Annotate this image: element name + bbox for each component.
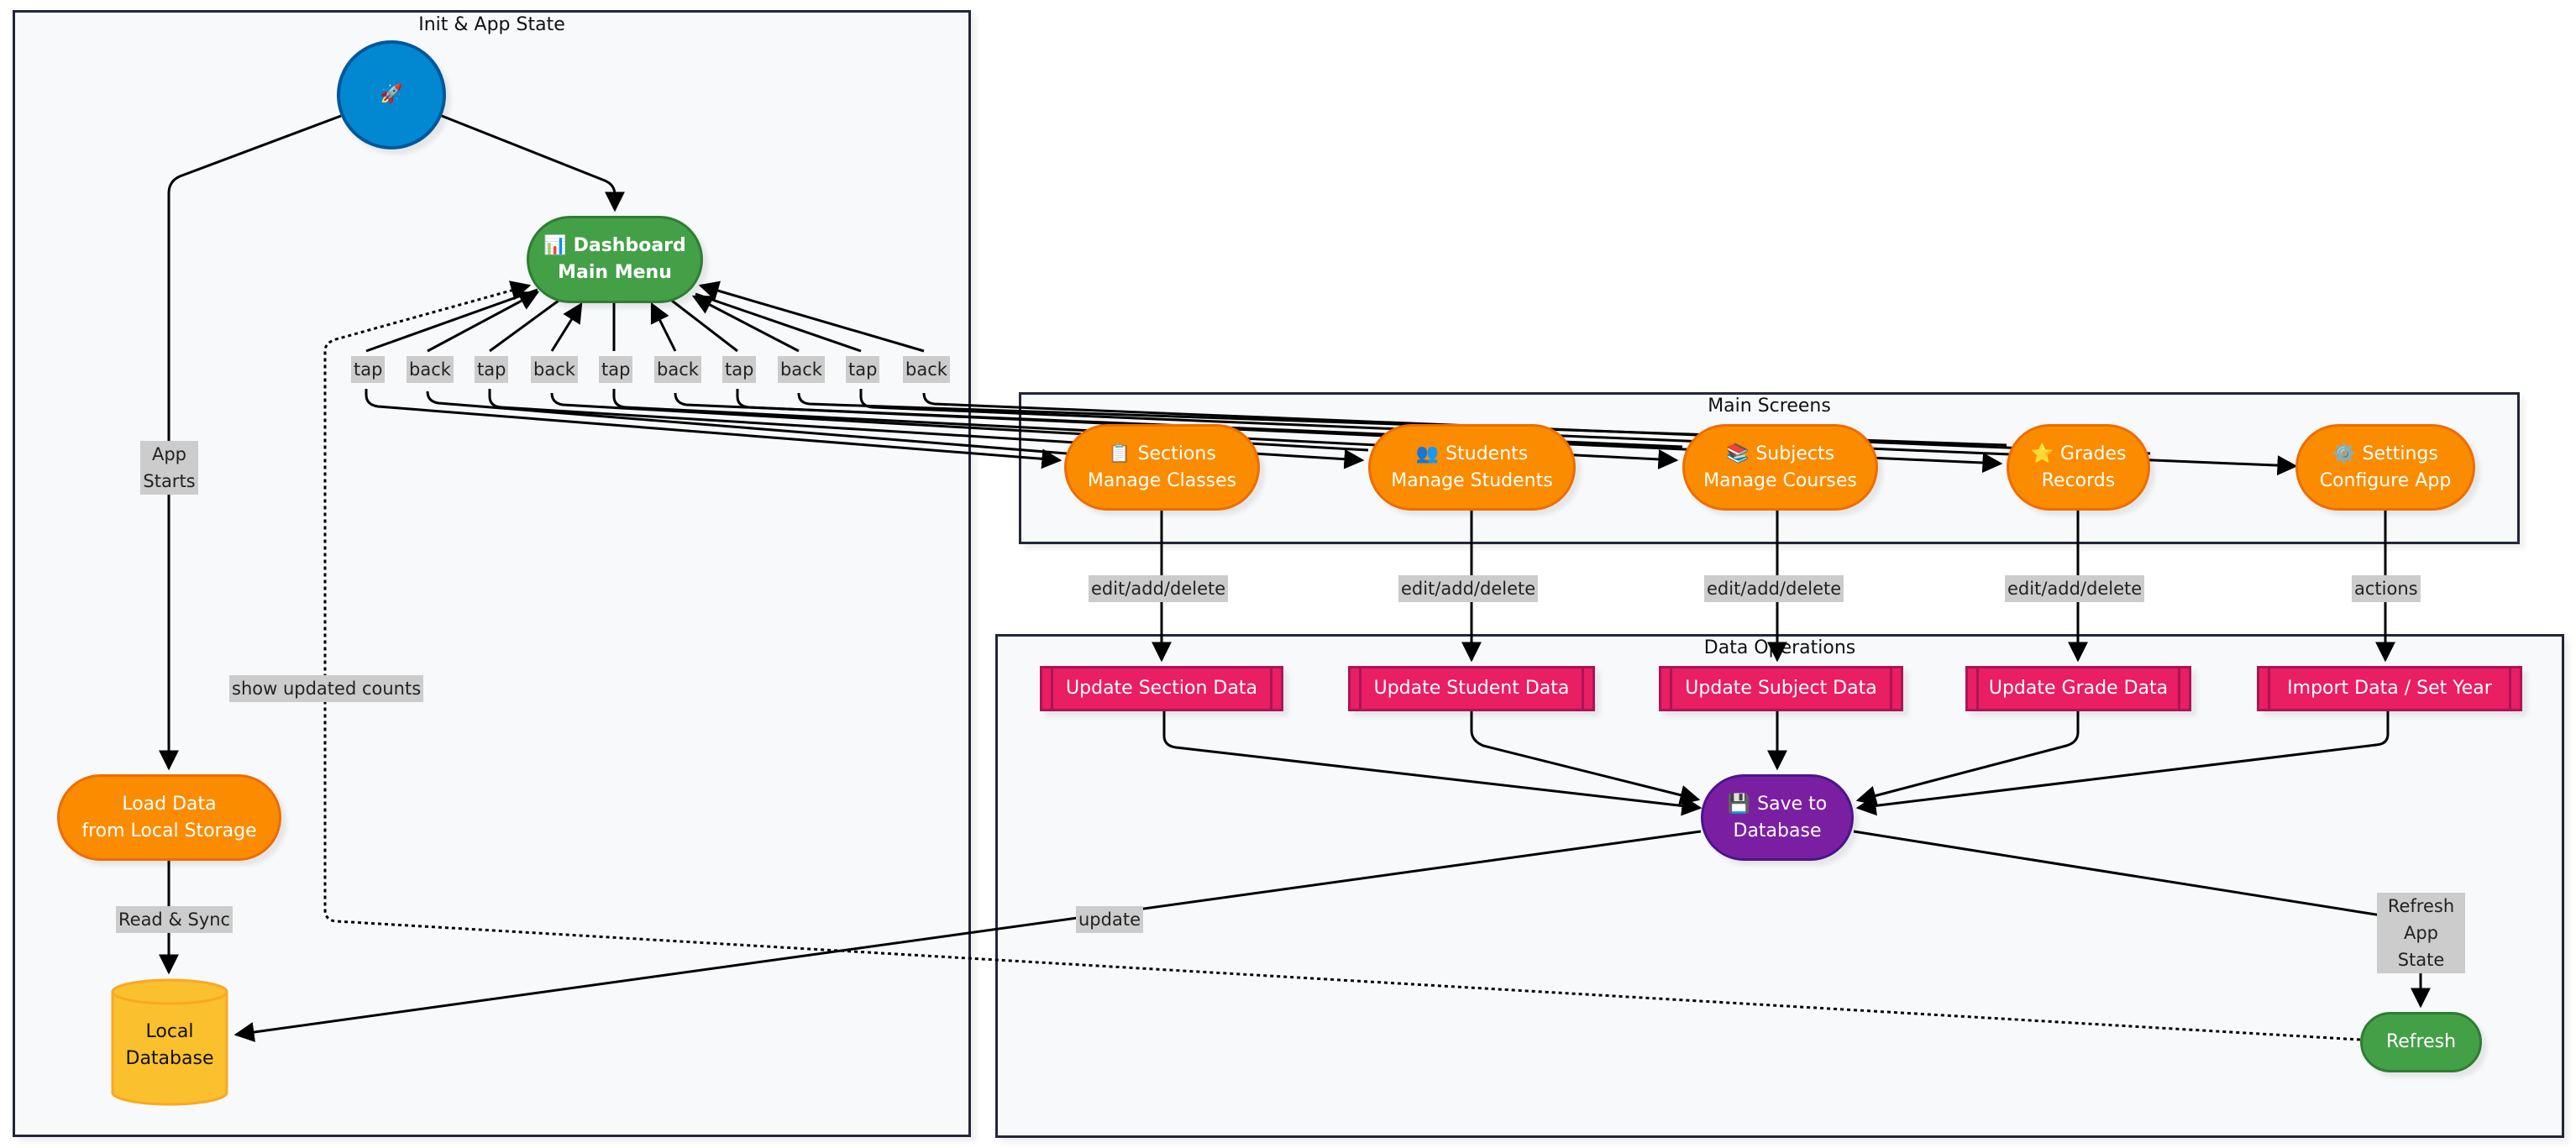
edge-label-tap: tap <box>846 356 880 383</box>
edge-label-back: back <box>654 356 701 383</box>
sections-subtitle: Manage Classes <box>1087 469 1237 491</box>
settings-title: Settings <box>2362 443 2438 464</box>
cluster-init-app-state: Init & App State <box>13 10 971 1137</box>
settings-subtitle: Configure App <box>2319 469 2452 491</box>
edge-label-back: back <box>407 356 454 383</box>
edge-label-edit-grades: edit/add/delete <box>2005 575 2145 602</box>
edge-save-localdb <box>233 830 1702 1042</box>
start-node[interactable]: 🚀 <box>337 40 446 149</box>
local-database-node[interactable]: Local Database <box>111 978 228 1106</box>
update-subject-label: Update Subject Data <box>1685 678 1877 699</box>
edge-label-update: update <box>1076 906 1143 933</box>
edge-subjects-dashboard <box>652 304 1683 448</box>
update-grade-data-node[interactable]: Update Grade Data <box>1965 666 2191 711</box>
edge-settings-dashboard <box>700 286 2151 455</box>
rocket-icon: 🚀 <box>380 84 403 105</box>
local-db-line2: Database <box>125 1048 214 1069</box>
cluster-title: Main Screens <box>1708 396 1831 417</box>
refresh-label: Refresh <box>2385 1031 2457 1052</box>
dashboard-subtitle: Main Menu <box>558 262 672 283</box>
edge-sections-dashboard <box>426 292 1068 455</box>
edge-label-edit-students: edit/add/delete <box>1398 575 1539 602</box>
edge-start-dashboard <box>441 114 625 212</box>
edge-update-student-save <box>1470 711 1701 805</box>
edge-dashboard-subjects <box>612 303 1676 460</box>
edge-label-actions: actions <box>2352 575 2421 602</box>
sections-title: Sections <box>1137 443 1216 464</box>
load-data-subtitle: from Local Storage <box>81 820 257 841</box>
update-student-label: Update Student Data <box>1373 678 1570 699</box>
edge-label-back: back <box>778 356 825 383</box>
edge-import-save <box>1855 711 2390 816</box>
cluster-title: Init & App State <box>418 14 565 35</box>
edge-label-app-starts: App Starts <box>140 441 198 495</box>
cylinder-shape <box>111 978 228 1106</box>
edge-label-read-sync: Read & Sync <box>116 906 233 933</box>
edge-label-edit-subjects: edit/add/delete <box>1704 575 1844 602</box>
edge-start-load <box>159 114 342 771</box>
subjects-title: Subjects <box>1755 443 1835 464</box>
dashboard-title: Dashboard <box>573 235 686 256</box>
edge-students-dashboard <box>550 304 1369 452</box>
edge-label-refresh-app-state: Refresh App State <box>2377 893 2465 973</box>
load-data-node[interactable]: Load Data from Local Storage <box>57 774 281 861</box>
save-title: Save to <box>1757 793 1828 815</box>
grades-node[interactable]: ⭐Grades Records <box>2007 424 2150 511</box>
edge-label-tap: tap <box>351 356 386 383</box>
students-title: Students <box>1445 443 1529 464</box>
edge-label-back: back <box>531 356 578 383</box>
edge-refresh-dashboard <box>323 280 2361 1041</box>
clipboard-icon: 📋 <box>1108 443 1131 464</box>
edge-update-grade-save <box>1855 711 2080 806</box>
edge-label-show-updated-counts: show updated counts <box>229 675 424 702</box>
import-data-label: Import Data / Set Year <box>2287 678 2492 699</box>
floppy-disk-icon: 💾 <box>1727 793 1751 815</box>
subjects-subtitle: Manage Courses <box>1703 469 1857 491</box>
students-subtitle: Manage Students <box>1391 469 1553 491</box>
local-db-line1: Local <box>145 1021 194 1042</box>
update-section-label: Update Section Data <box>1066 678 1257 699</box>
update-section-data-node[interactable]: Update Section Data <box>1040 666 1283 711</box>
load-data-title: Load Data <box>122 793 217 815</box>
books-icon: 📚 <box>1725 443 1750 464</box>
people-icon: 👥 <box>1415 443 1440 464</box>
grades-subtitle: Records <box>2041 469 2116 491</box>
update-student-data-node[interactable]: Update Student Data <box>1348 666 1595 711</box>
edge-update-section-save <box>1162 711 1702 816</box>
edge-dashboard-settings <box>695 292 2295 466</box>
bar-chart-icon: 📊 <box>543 235 567 256</box>
save-to-database-node[interactable]: 💾 Save to Database <box>1701 774 1854 861</box>
refresh-node[interactable]: Refresh <box>2360 1012 2482 1072</box>
subjects-node[interactable]: 📚Subjects Manage Courses <box>1682 424 1878 511</box>
edge-label-tap: tap <box>722 356 757 383</box>
edge-label-back: back <box>903 356 950 383</box>
import-data-node[interactable]: Import Data / Set Year <box>2257 666 2522 711</box>
students-node[interactable]: 👥Students Manage Students <box>1368 424 1576 511</box>
update-grade-label: Update Grade Data <box>1988 678 2169 699</box>
star-icon: ⭐ <box>2030 443 2054 464</box>
sections-node[interactable]: 📋 Sections Manage Classes <box>1064 424 1260 511</box>
update-subject-data-node[interactable]: Update Subject Data <box>1659 666 1903 711</box>
grades-title: Grades <box>2059 443 2127 464</box>
edge-dashboard-students <box>488 299 1362 460</box>
gear-icon: ⚙️ <box>2332 443 2356 464</box>
dashboard-node[interactable]: 📊 Dashboard Main Menu <box>527 216 703 303</box>
edge-label-tap: tap <box>599 356 633 383</box>
settings-node[interactable]: ⚙️ Settings Configure App <box>2295 424 2475 511</box>
edge-save-refresh <box>1853 830 2421 1006</box>
edge-label-tap: tap <box>475 356 509 383</box>
cluster-data-operations: Data Operations <box>995 634 2564 1138</box>
edge-label-edit-sections: edit/add/delete <box>1089 575 1229 602</box>
save-subtitle: Database <box>1733 820 1822 841</box>
